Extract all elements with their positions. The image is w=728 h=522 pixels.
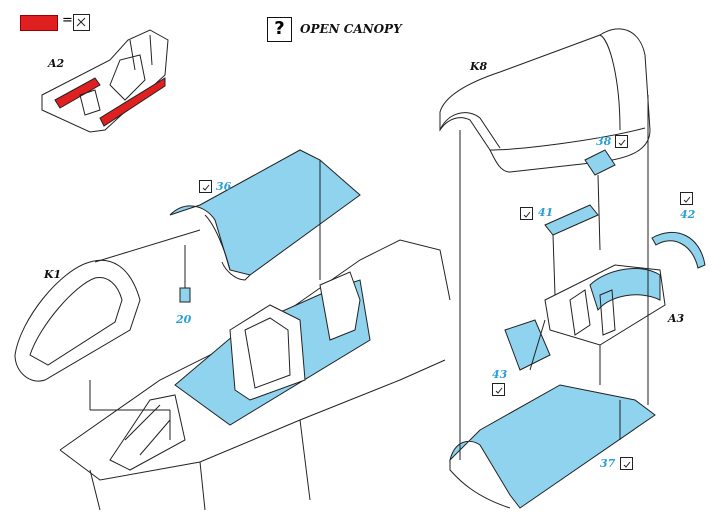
fuselage-cockpit: [59, 239, 451, 511]
part-37-frame: [449, 384, 656, 509]
label-a3: A3: [668, 312, 685, 325]
page-title: OPEN CANOPY: [300, 22, 402, 36]
check-37-icon: [620, 457, 633, 470]
label-38: 38: [596, 135, 612, 148]
remove-part-icon: [73, 14, 90, 31]
part-k8-canopy: [439, 28, 651, 173]
label-37: 37: [600, 457, 616, 470]
part-k1-canopy: [14, 259, 141, 382]
help-icon: ?: [267, 17, 292, 42]
legend-equals-sign: =: [62, 13, 73, 28]
leader-lines: [89, 95, 649, 460]
part-a2-seat-tub: [41, 29, 169, 133]
check-43-icon: [492, 383, 505, 396]
red-part-swatch: [20, 15, 58, 31]
part-43: [504, 319, 551, 371]
part-20: [179, 287, 191, 303]
check-41-icon: [520, 207, 533, 220]
label-43: 43: [492, 368, 508, 381]
check-36-icon: [199, 180, 212, 193]
label-42: 42: [680, 208, 696, 221]
label-36: 36: [216, 180, 232, 193]
label-k1: K1: [44, 268, 62, 281]
label-41: 41: [538, 206, 554, 219]
label-k8: K8: [470, 60, 488, 73]
part-36-etched-frame: [169, 149, 361, 281]
part-41: [544, 204, 599, 236]
part-a3-rear-deck: [544, 264, 666, 346]
part-38: [584, 149, 616, 176]
check-38-icon: [615, 135, 628, 148]
label-a2: A2: [48, 57, 65, 70]
check-42-icon: [680, 192, 693, 205]
part-42: [651, 231, 706, 269]
label-20: 20: [176, 313, 192, 326]
